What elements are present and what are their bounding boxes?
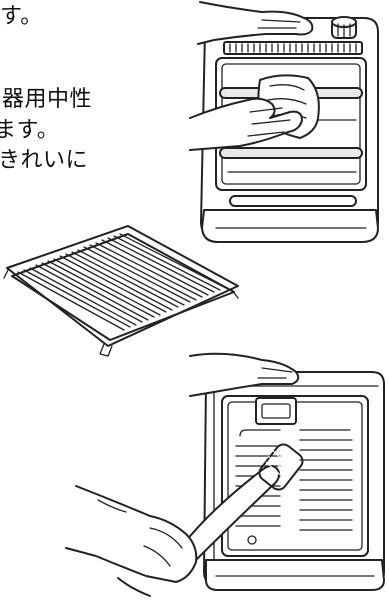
instruction-line-4: きれいに (0, 148, 89, 173)
instruction-line-2: 器用中性 (2, 87, 93, 112)
heater-wiping-illustration (189, 1, 379, 243)
instruction-line-3: ます。 (0, 118, 60, 143)
instruction-line-1: す。 (0, 4, 43, 29)
